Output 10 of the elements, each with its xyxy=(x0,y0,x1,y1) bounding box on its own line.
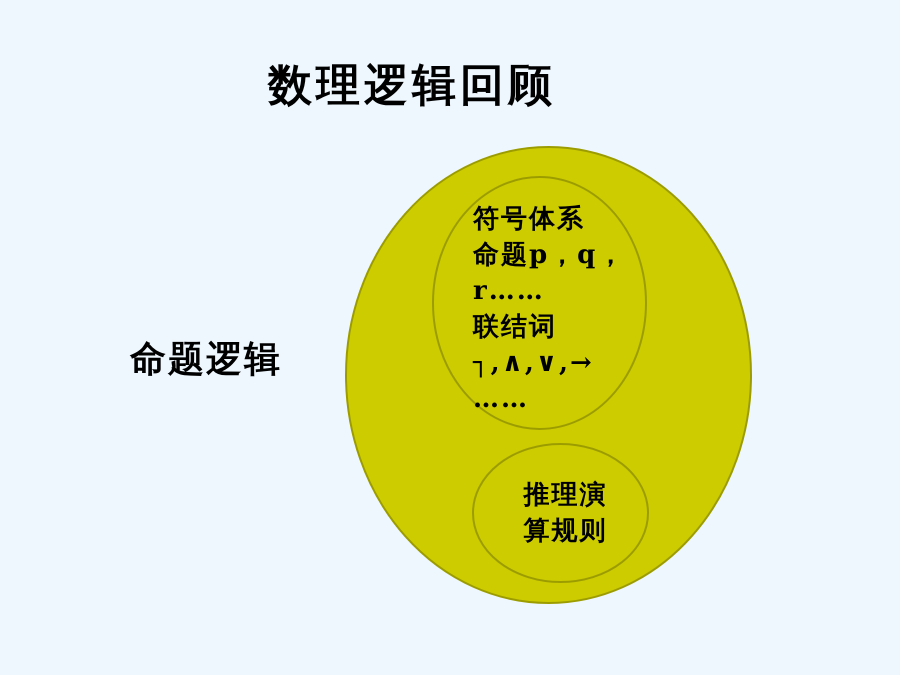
outer-ellipse xyxy=(345,146,752,604)
section-heading: 符号体系 xyxy=(473,203,585,236)
inner-ellipse xyxy=(472,443,649,583)
proposition-text: 命题p，q，r…… xyxy=(473,239,626,308)
section-heading: 联结词 xyxy=(473,311,557,344)
title: 数理逻辑回顾 xyxy=(268,62,556,110)
set-label: 命题逻辑 xyxy=(130,338,282,382)
connective-symbols-text: ┐,∧,∨,→ …… xyxy=(473,347,595,416)
inner-ellipse xyxy=(432,176,647,430)
node-text: 推理演算规则 xyxy=(522,479,608,548)
